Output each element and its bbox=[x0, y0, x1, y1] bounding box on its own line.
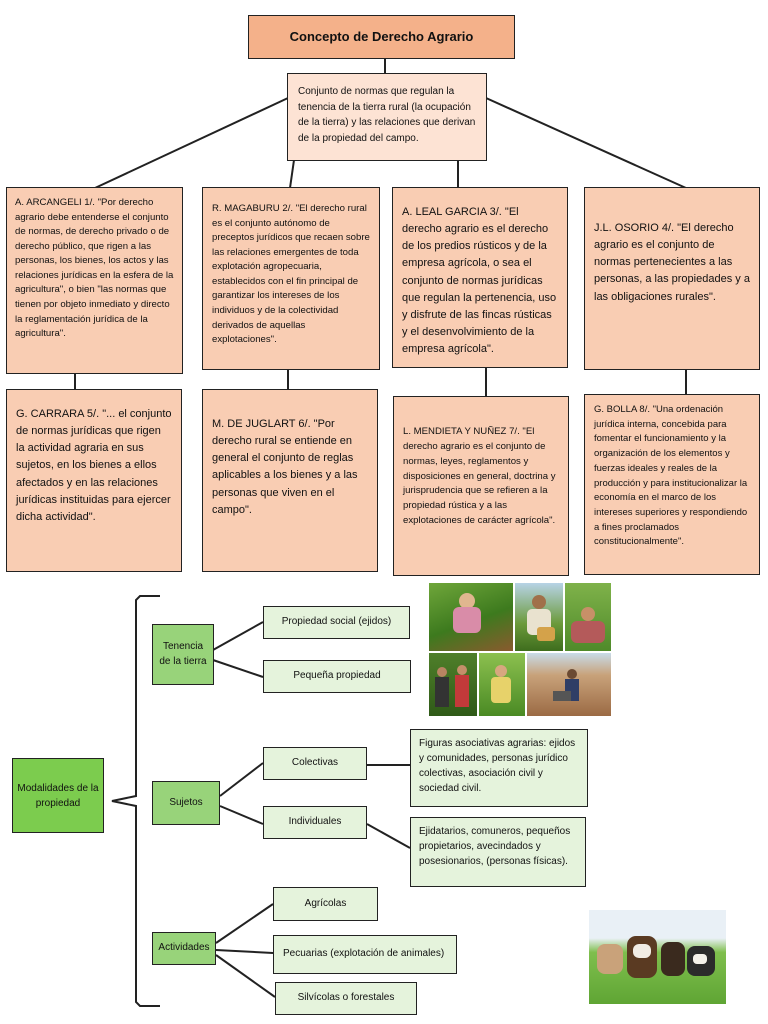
photo-planting bbox=[429, 583, 513, 651]
author-box-mendieta: L. MENDIETA Y NUÑEZ 7/. "El derecho agra… bbox=[393, 396, 569, 576]
item-individuales: Individuales bbox=[263, 806, 367, 839]
author-box-de-juglart: M. DE JUGLART 6/. "Por derecho rural se … bbox=[202, 389, 378, 572]
cattle-photo bbox=[589, 910, 726, 1004]
item-agricolas: Agrícolas bbox=[273, 887, 378, 921]
author-box-carrara: G. CARRARA 5/. "... el conjunto de norma… bbox=[6, 389, 182, 572]
farming-photo-collage bbox=[429, 583, 611, 716]
modalidades-root: Modalidades de la propiedad bbox=[12, 758, 104, 833]
item-silvicolas: Silvícolas o forestales bbox=[275, 982, 417, 1015]
item-colectivas: Colectivas bbox=[263, 747, 367, 780]
item-pequena-propiedad: Pequeña propiedad bbox=[263, 660, 411, 693]
description-colectivas: Figuras asociativas agrarias: ejidos y c… bbox=[410, 729, 588, 807]
cow-icon bbox=[661, 942, 685, 976]
item-pecuarias: Pecuarias (explotación de animales) bbox=[273, 935, 457, 974]
author-box-arcangeli: A. ARCANGELI 1/. "Por derecho agrario de… bbox=[6, 187, 183, 374]
author-box-leal-garcia: A. LEAL GARCIA 3/. "El derecho agrario e… bbox=[392, 187, 568, 368]
photo-workers-field bbox=[429, 653, 477, 716]
photo-crops bbox=[479, 653, 525, 716]
description-individuales: Ejidatarios, comuneros, pequeños propiet… bbox=[410, 817, 586, 887]
diagram-title: Concepto de Derecho Agrario bbox=[248, 15, 515, 59]
photo-farmer-basket bbox=[515, 583, 563, 651]
category-sujetos: Sujetos bbox=[152, 781, 220, 825]
photo-seedlings bbox=[565, 583, 611, 651]
cow-icon bbox=[597, 944, 623, 974]
author-box-osorio: J.L. OSORIO 4/. "El derecho agrario es e… bbox=[584, 187, 760, 370]
category-actividades: Actividades bbox=[152, 932, 216, 965]
author-box-bolla: G. BOLLA 8/. "Una ordenación jurídica in… bbox=[584, 394, 760, 575]
photo-plowing bbox=[527, 653, 611, 716]
author-box-magaburu: R. MAGABURU 2/. "El derecho rural es el … bbox=[202, 187, 380, 370]
item-propiedad-social: Propiedad social (ejidos) bbox=[263, 606, 410, 639]
category-tenencia: Tenencia de la tierra bbox=[152, 624, 214, 685]
definition-box: Conjunto de normas que regulan la tenenc… bbox=[287, 73, 487, 161]
